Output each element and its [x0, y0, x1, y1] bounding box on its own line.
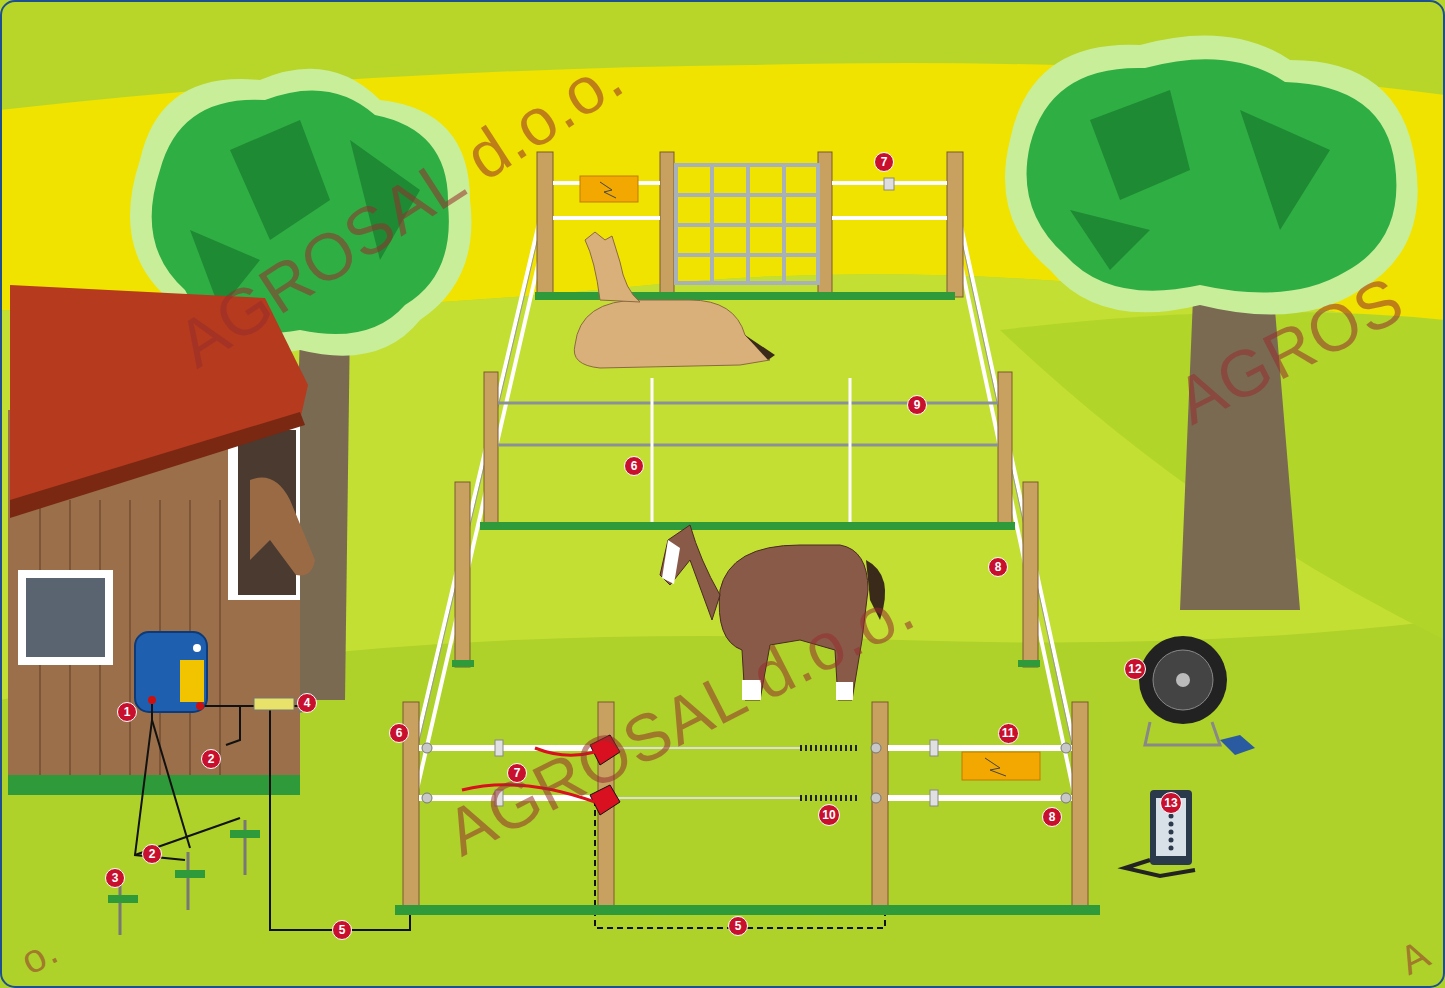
window: [18, 570, 113, 665]
tread-in-post: [652, 378, 850, 522]
gate-spring: [800, 748, 858, 798]
callout-number: 9: [907, 395, 927, 415]
grass: [1018, 660, 1040, 667]
warning-sign: [962, 752, 1040, 780]
tape-reel-axle: [1176, 673, 1190, 687]
watermark: AGROSAL d.o.o.: [164, 38, 637, 382]
grass: [8, 775, 300, 795]
tester-lead: [1125, 860, 1195, 876]
terminal: [148, 696, 156, 704]
warning-symbol: [600, 182, 616, 198]
post: [537, 152, 553, 297]
roof-edge: [10, 412, 305, 518]
grass: [395, 905, 1100, 915]
horse-head: [250, 478, 315, 576]
post: [818, 152, 832, 297]
horse-neck: [585, 232, 640, 302]
callout-number: 8: [1042, 807, 1062, 827]
watermark: AGROS: [1164, 261, 1415, 439]
post: [660, 152, 674, 297]
callout-number: 13: [1160, 792, 1182, 814]
earth-wire: [135, 704, 240, 860]
watermark: A: [1392, 931, 1437, 984]
callout-number: 6: [389, 723, 409, 743]
grass: [480, 522, 1015, 530]
post: [1023, 482, 1038, 667]
post: [1072, 702, 1088, 912]
post: [998, 372, 1012, 527]
callout-number: 12: [1124, 658, 1146, 680]
callout-number: 11: [998, 723, 1019, 744]
callout-number: 7: [507, 763, 527, 783]
warning-symbol: [985, 758, 1006, 776]
grass: [535, 292, 955, 300]
energizer: [135, 632, 207, 712]
callout-number: 6: [624, 456, 644, 476]
callout-number: 10: [818, 804, 840, 826]
lead-out-wire: [207, 706, 410, 930]
warning-sign: [580, 176, 638, 202]
grass: [452, 660, 474, 667]
grass: [108, 830, 260, 903]
fence-tester: [1150, 790, 1192, 865]
callout-number: 8: [988, 557, 1008, 577]
energizer-light: [193, 644, 201, 652]
window-glass: [26, 578, 105, 657]
tree-leaves: [1070, 90, 1330, 270]
callout-number: 2: [142, 844, 162, 864]
tree-crown: [1027, 59, 1397, 292]
horse-head: [660, 525, 720, 620]
callout-number: 4: [297, 693, 317, 713]
terminal: [196, 702, 204, 710]
watermark: AGROSAL d.o.o.: [434, 569, 927, 870]
earth-rod: [120, 820, 245, 935]
gate: [676, 165, 818, 283]
post: [872, 702, 888, 912]
reel-handle: [1220, 735, 1255, 755]
callout-number: 7: [874, 152, 894, 172]
lying-horse: [574, 300, 770, 368]
reel-stand: [1145, 722, 1220, 745]
lightning-diverter: [254, 698, 294, 710]
post: [947, 152, 963, 297]
callout-number: 1: [117, 702, 137, 722]
tape-reel: [1139, 636, 1227, 724]
callout-number: 5: [728, 916, 748, 936]
energizer-panel: [180, 660, 204, 702]
tape-connector: [884, 178, 894, 190]
post: [455, 482, 470, 667]
tape-reel-hub: [1153, 650, 1213, 710]
callout-number: 5: [332, 920, 352, 940]
callout-number: 2: [201, 749, 221, 769]
post: [484, 372, 498, 527]
horse-blaze: [662, 540, 680, 584]
horse-tail: [745, 335, 775, 360]
watermark: o.: [14, 928, 66, 984]
callout-number: 3: [105, 868, 125, 888]
